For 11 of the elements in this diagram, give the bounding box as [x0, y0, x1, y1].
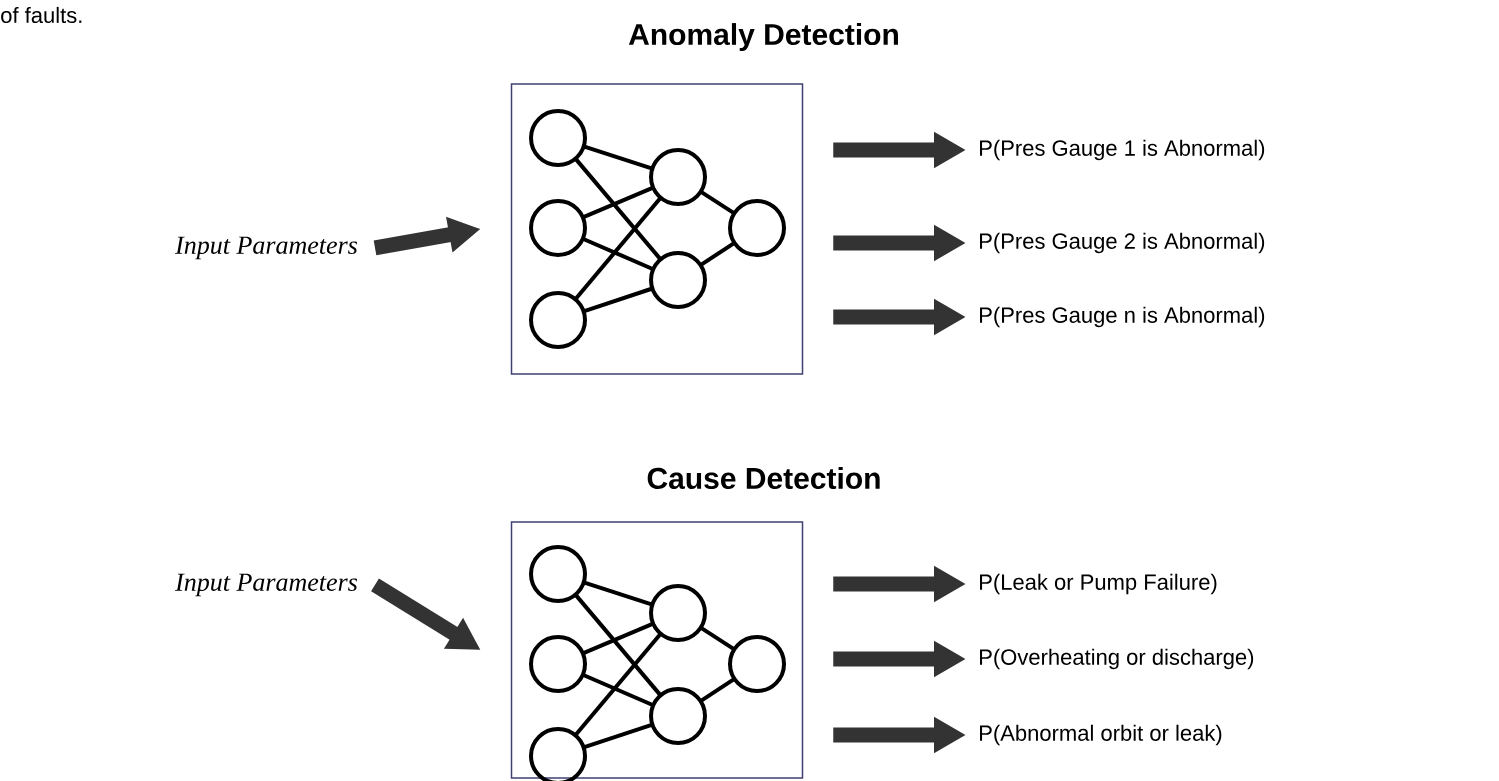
output-label: P(Pres Gauge 2 is Abnormal): [980, 232, 1265, 254]
input-label: Input Parameters: [175, 573, 358, 597]
output-label: P(Leak or Pump Failure): [980, 573, 1217, 595]
note-text: of faults.: [1, 6, 82, 24]
section-title: Anomaly Detection: [628, 23, 898, 52]
output-label: P(Abnormal orbit or leak): [980, 724, 1222, 746]
output-label: P(Pres Gauge 1 is Abnormal): [980, 139, 1265, 161]
section-title: Cause Detection: [647, 467, 880, 490]
input-label: Input Parameters: [175, 236, 358, 260]
output-label: P(Overheating or discharge): [980, 648, 1254, 670]
output-label: P(Pres Gauge n is Abnormal): [980, 306, 1265, 328]
